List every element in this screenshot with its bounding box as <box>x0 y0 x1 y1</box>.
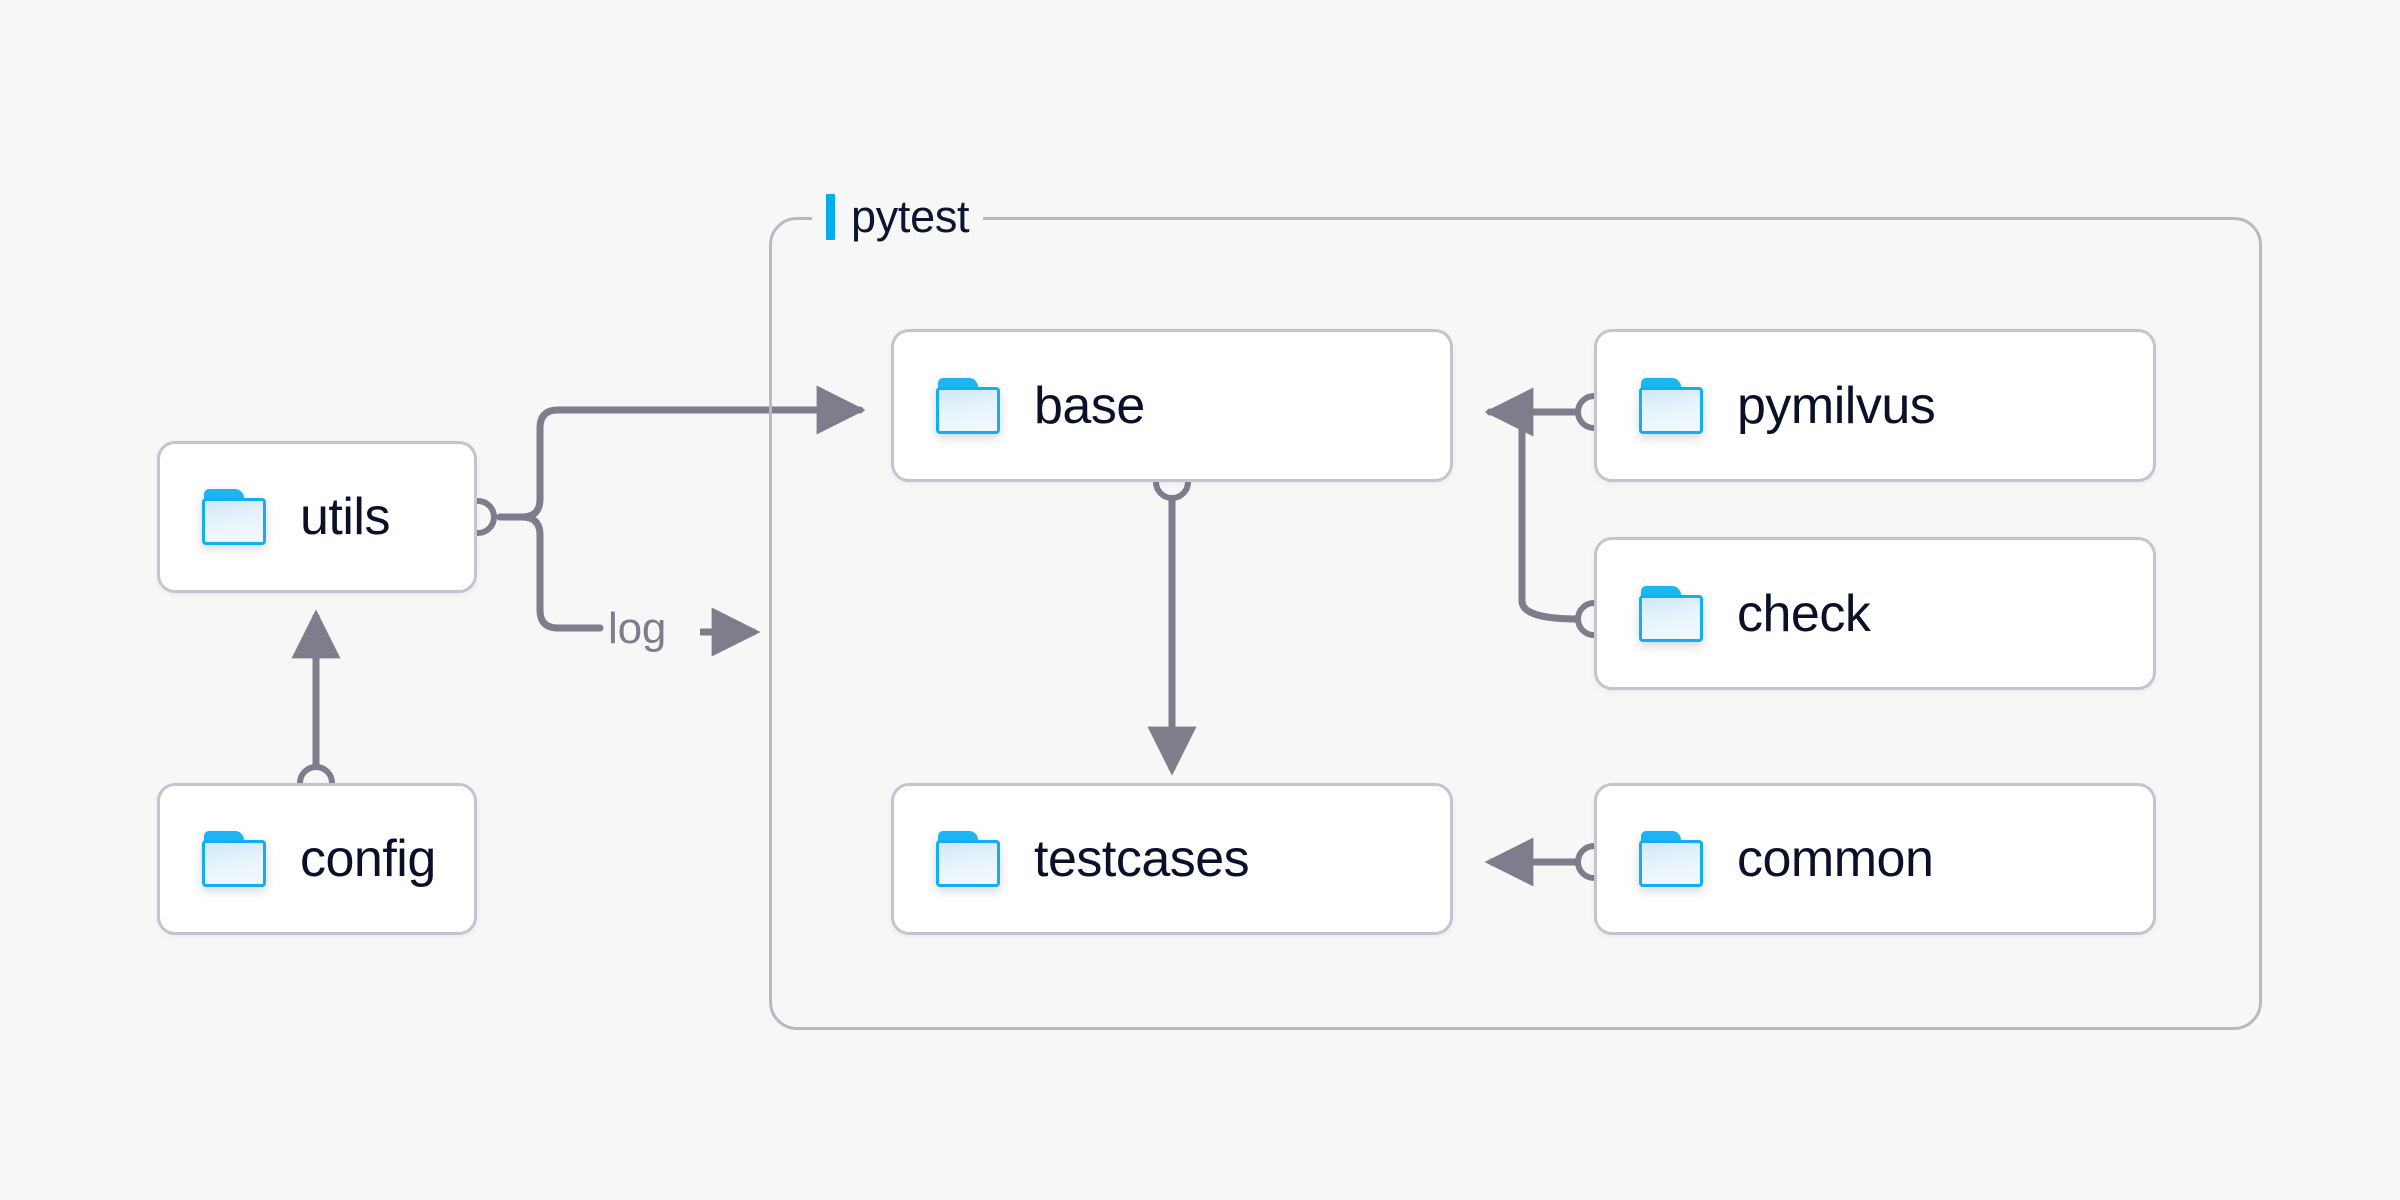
node-label-check: check <box>1737 584 1871 643</box>
node-label-testcases: testcases <box>1034 830 1250 888</box>
node-testcases[interactable]: testcases <box>891 783 1453 935</box>
node-label-utils: utils <box>300 488 390 546</box>
node-label-base: base <box>1034 376 1145 435</box>
node-label-config: config <box>300 830 436 888</box>
folder-icon <box>1639 585 1703 642</box>
accent-bar-icon <box>826 194 835 240</box>
node-pymilvus[interactable]: pymilvus <box>1594 329 2156 482</box>
node-label-pymilvus: pymilvus <box>1737 376 1936 435</box>
folder-icon <box>1639 831 1703 887</box>
node-config[interactable]: config <box>157 783 477 935</box>
folder-icon <box>936 831 1000 887</box>
pytest-group-label-text: pytest <box>851 191 970 242</box>
node-label-common: common <box>1737 830 1934 888</box>
folder-icon <box>202 831 266 887</box>
pytest-group-container[interactable] <box>769 217 2262 1030</box>
node-check[interactable]: check <box>1594 537 2156 690</box>
node-common[interactable]: common <box>1594 783 2156 935</box>
node-base[interactable]: base <box>891 329 1453 482</box>
edge-label-log: log <box>608 604 667 653</box>
pytest-group-label: pytest <box>812 188 984 246</box>
folder-icon <box>936 377 1000 434</box>
folder-icon <box>1639 377 1703 434</box>
node-utils[interactable]: utils <box>157 441 477 593</box>
folder-icon <box>202 489 266 545</box>
